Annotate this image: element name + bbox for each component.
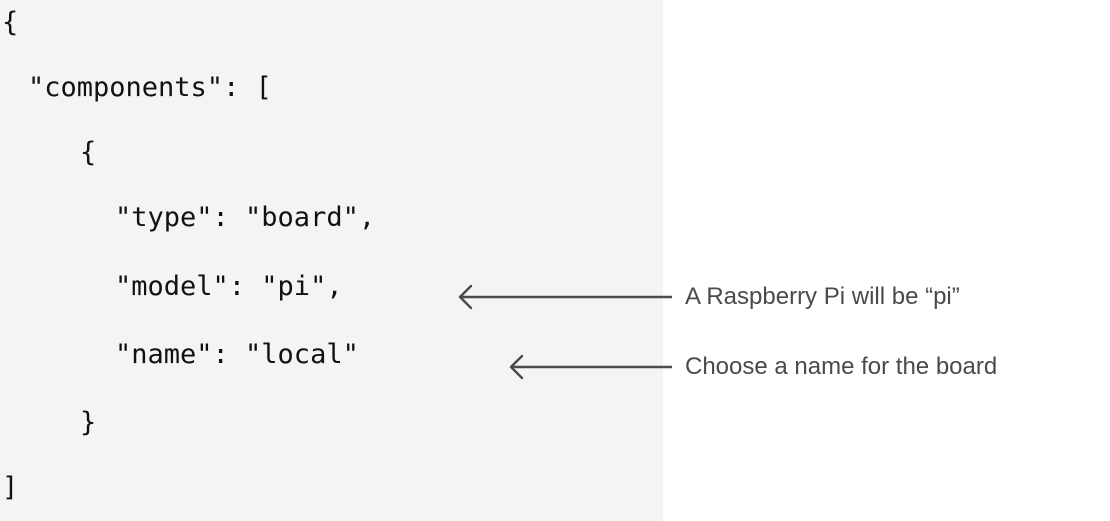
annotation-label: A Raspberry Pi will be “pi” xyxy=(685,283,960,310)
code-line: "model": "pi", xyxy=(115,271,343,302)
annotation-label: Choose a name for the board xyxy=(685,353,998,380)
code-line: "name": "local" xyxy=(115,339,359,370)
code-line: { xyxy=(80,137,97,168)
left-arrow-icon xyxy=(509,354,672,380)
code-line: { xyxy=(2,7,19,38)
left-arrow-icon xyxy=(458,284,672,310)
code-line: "components": [ xyxy=(28,72,272,103)
code-line: "type": "board", xyxy=(115,202,376,233)
code-line: } xyxy=(80,407,97,438)
code-panel-background xyxy=(0,0,663,521)
code-line: ] xyxy=(2,472,19,503)
